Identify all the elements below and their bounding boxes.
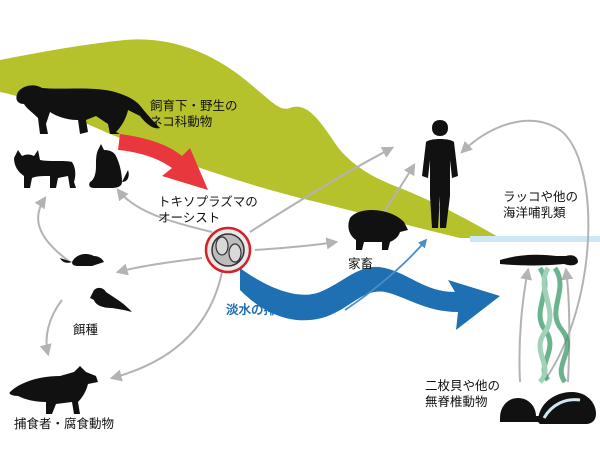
arrow-marine-to-human [460,119,590,381]
oocyst-icon [204,226,252,274]
house-cat-icon [89,144,129,188]
label-oocyst-line1: トキソプラズマの [158,194,258,209]
red-arrow [118,134,208,190]
label-prey: 餌種 [73,322,99,337]
arrow-oocyst-to-mouse [115,257,203,276]
mountain-lion-icon [16,85,160,134]
arrow-oocyst-to-fox [109,271,223,382]
lynx-icon [14,150,76,188]
arrow-oocyst-to-livestock [254,237,339,251]
arrow-bivalve-to-otter-a [518,267,533,383]
label-oocyst-line2: オーシスト [158,210,221,225]
label-marine-line2: 海洋哺乳類 [503,205,566,220]
label-cats: 飼育下・野生の ネコ科動物 [150,98,238,130]
arrow-prey-to-cats [34,196,71,263]
arrow-bivalve-to-otter-b [561,267,574,383]
pig-icon [348,210,408,250]
water-surface [470,236,600,242]
label-bivalves-line2: 無脊椎動物 [425,394,488,409]
arrow-oocyst-to-human [249,146,395,233]
snail-icon [500,398,542,422]
clam-icon [538,392,596,424]
label-marine-line1: ラッコや他の [503,189,579,204]
arrow-prey-to-fox [39,299,63,357]
clam-highlight [542,398,581,419]
fox-icon [9,366,98,414]
label-bivalves: 二枚貝や他の 無脊椎動物 [425,378,500,410]
label-oocyst: トキソプラズマの オーシスト [158,194,258,226]
arrow-oocyst-to-lynx [116,188,213,233]
arrow-runoff-to-human [344,238,428,311]
blue-runoff-arrow [240,266,500,330]
label-cats-line1: 飼育下・野生の [150,98,238,113]
label-livestock: 家畜 [348,256,374,271]
label-cats-line2: ネコ科動物 [150,114,213,129]
arrow-livestock-to-human [381,162,416,216]
sea-otter-icon [500,254,578,266]
label-bivalves-line1: 二枚貝や他の [425,378,501,393]
mouse-icon [60,254,104,266]
bird-icon [90,287,132,312]
label-predators: 捕食者・腐食動物 [14,416,115,431]
grey-arrows [34,119,590,383]
kelp-icon [537,266,570,384]
label-marine: ラッコや他の 海洋哺乳類 [503,189,578,221]
human-icon [422,120,458,228]
hill-shape [0,39,500,239]
label-freshwater: 淡水の排水 [226,302,289,317]
